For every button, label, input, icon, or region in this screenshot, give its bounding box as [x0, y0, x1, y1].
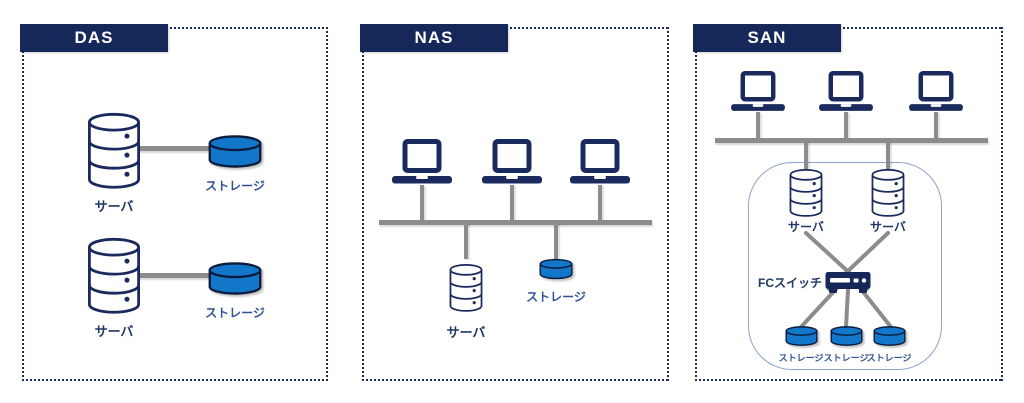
nas-panel-title: NAS: [360, 24, 508, 52]
san-storage-label-2: ストレージ: [823, 353, 869, 363]
panel-nas: NAS サーバ ストレージ: [360, 24, 669, 381]
storage-disk-icon: [207, 262, 263, 295]
san-laptop-link-3: [934, 112, 938, 141]
laptop-icon: [568, 139, 632, 187]
server-cylinder-icon: [789, 168, 823, 218]
das-connector-line-2: [136, 273, 214, 278]
nas-storage-label: ストレージ: [526, 290, 586, 304]
san-panel-title: SAN: [693, 24, 841, 52]
panel-san: SAN サーバ サーバ: [693, 24, 1003, 381]
san-server-link-2: [886, 141, 890, 173]
server-cylinder-icon: [83, 112, 145, 190]
das-server-label-1: サーバ: [94, 199, 134, 214]
san-network-bus: [715, 138, 988, 143]
storage-disk-icon: [785, 324, 818, 348]
san-fabric-boundary: [748, 162, 942, 370]
nas-server-link: [464, 223, 468, 259]
panel-das: DAS サーバ ストレージ サーバ ストレージ: [20, 24, 328, 381]
server-cylinder-icon: [83, 237, 145, 315]
das-storage-label-1: ストレージ: [205, 179, 265, 193]
das-storage-label-2: ストレージ: [205, 306, 265, 320]
storage-disk-icon: [539, 257, 573, 281]
san-storage-label-3: ストレージ: [866, 353, 912, 363]
server-cylinder-icon: [871, 168, 905, 218]
san-laptop-link-1: [756, 112, 760, 141]
laptop-icon: [729, 71, 787, 114]
san-storage-label-1: ストレージ: [778, 353, 824, 363]
das-server-label-2: サーバ: [94, 324, 134, 339]
laptop-icon: [907, 71, 965, 114]
nas-laptop-link-1: [420, 185, 424, 223]
san-laptop-link-2: [844, 112, 848, 141]
storage-disk-icon: [830, 324, 863, 348]
san-fc-switch-label: FCスイッチ: [758, 276, 822, 290]
nas-storage-link: [554, 223, 558, 259]
das-panel-title: DAS: [20, 24, 168, 52]
nas-server-label: サーバ: [446, 325, 486, 340]
storage-disk-icon: [873, 324, 906, 348]
laptop-icon: [817, 71, 875, 114]
laptop-icon: [390, 139, 454, 187]
storage-disk-icon: [207, 135, 263, 168]
san-server-link-1: [804, 141, 808, 173]
fc-switch-icon: [825, 271, 871, 294]
das-connector-line-1: [136, 146, 214, 151]
nas-laptop-link-2: [510, 185, 514, 223]
nas-laptop-link-3: [598, 185, 602, 223]
laptop-icon: [480, 139, 544, 187]
san-server-label-2: サーバ: [870, 220, 906, 234]
nas-network-bus: [379, 220, 652, 225]
server-cylinder-icon: [449, 257, 483, 319]
san-server-label-1: サーバ: [788, 220, 824, 234]
